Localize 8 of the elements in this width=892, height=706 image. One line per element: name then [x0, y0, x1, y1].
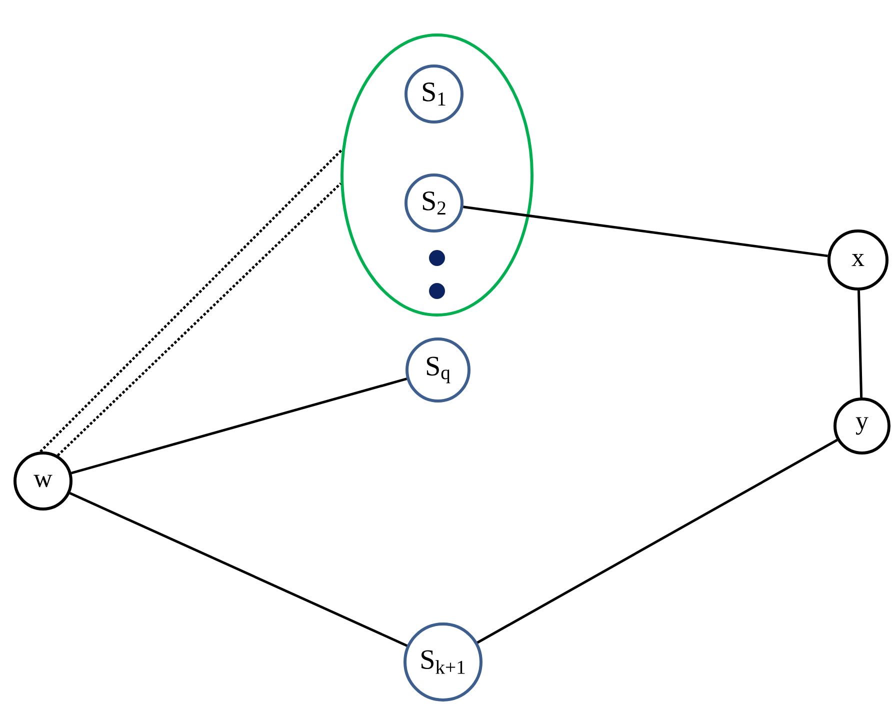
edge-line: [56, 182, 342, 456]
edge-line: [858, 290, 863, 398]
group-ellipse: [340, 34, 534, 316]
edge-line: [463, 206, 828, 258]
edge-line: [69, 492, 408, 647]
edge-line: [40, 148, 343, 452]
edge-line: [71, 378, 408, 474]
edge-line: [476, 438, 838, 644]
